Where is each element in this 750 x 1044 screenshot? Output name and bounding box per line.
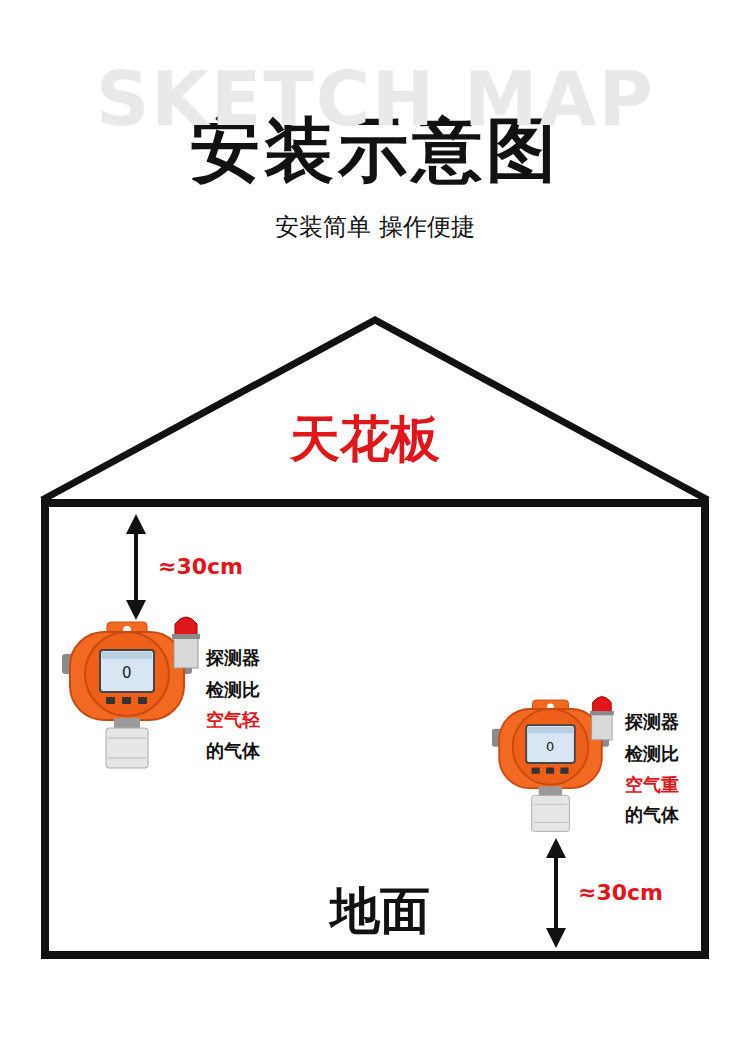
note-line: 探测器 xyxy=(206,648,260,669)
dimension: ≈30cm xyxy=(578,880,663,905)
subtitle: 安装简单 操作便捷 xyxy=(275,214,475,242)
note-line: 的气体 xyxy=(625,805,679,826)
note-line: 探测器 xyxy=(625,712,679,733)
display-reading: 0 xyxy=(122,665,132,682)
watermark: SKETCH MAP xyxy=(96,57,655,142)
dimension: ≈30cm xyxy=(158,554,243,579)
note-line: 检测比 xyxy=(625,744,679,765)
ceiling-label: 天花板 xyxy=(290,411,440,469)
note-line: 的气体 xyxy=(206,741,260,762)
display-reading: 0 xyxy=(546,740,554,755)
note-line: 检测比 xyxy=(206,680,260,701)
note-line: 空气轻 xyxy=(206,710,260,731)
floor-label: 地面 xyxy=(330,883,430,941)
note-line: 空气重 xyxy=(625,775,679,796)
